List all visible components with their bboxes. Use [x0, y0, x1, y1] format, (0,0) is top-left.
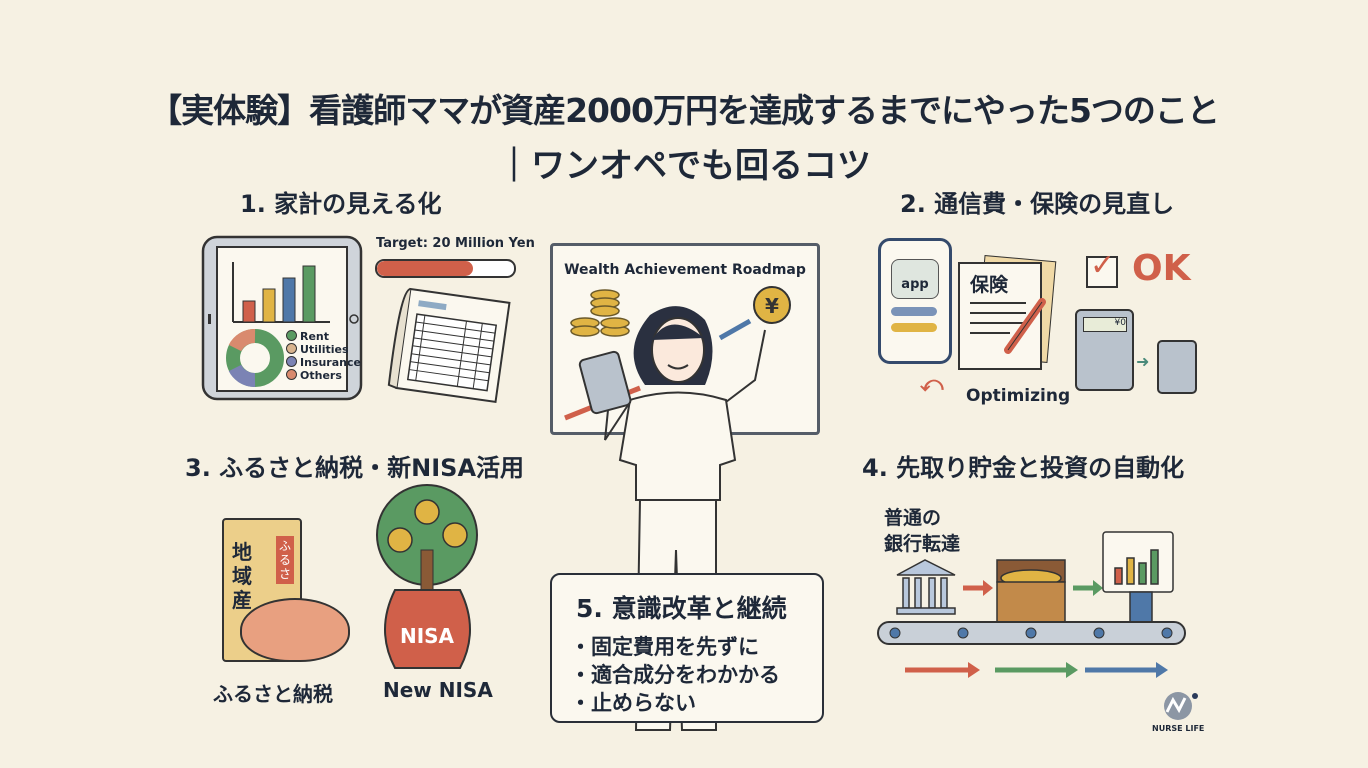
title-line-2: ｜ワンオペでも回るコツ [497, 146, 871, 186]
tablet-chart-icon [201, 235, 363, 401]
ok-label: OK [1132, 248, 1191, 289]
bank-icon [896, 559, 956, 615]
nisa-caption: New NISA [383, 678, 493, 702]
section-4-heading: 4. 先取り貯金と投資の自動化 [862, 454, 1185, 482]
target-progress-fill [377, 261, 473, 276]
yen-coin-icon: ¥ [765, 294, 779, 318]
bullet-item: ・固定費用を先ずに [570, 635, 759, 659]
app-icon: app [891, 259, 939, 299]
board-title: Wealth Achievement Roadmap [564, 262, 806, 278]
phone-icon: app [878, 238, 952, 364]
bullet-item: ・適合成分をわかかる [570, 663, 780, 687]
logo-text: NURSE LIFE [1152, 724, 1205, 733]
calculator-large-icon: ¥0 [1075, 309, 1134, 391]
target-progress-bar [375, 259, 516, 278]
section-5-heading: 5. 意識改革と継続 [576, 594, 787, 623]
food-bowl-icon [240, 598, 350, 662]
legend-item: Insurance [286, 356, 361, 369]
legend-item: Utilities [286, 343, 361, 356]
bank-transfer-label: 普通の銀行転達 [884, 507, 961, 555]
section-3-heading: 3. ふるさと納税・新NISA活用 [185, 454, 525, 482]
roadmap-illustration: ¥ [564, 286, 791, 421]
money-tree-icon: NISA [376, 484, 478, 669]
title-line-1: 【実体験】看護師ママが資産2000万円を達成するまでにやった5つのこと [149, 91, 1220, 130]
section-2-heading: 2. 通信費・保険の見直し [900, 190, 1175, 218]
automation-conveyor [877, 531, 1186, 678]
budget-legend: Rent Utilities Insurance Others [286, 330, 361, 382]
section-5-box: 5. 意識改革と継続 ・固定費用を先ずに ・適合成分をわかかる ・止めらない [550, 573, 824, 723]
optimizing-caption: Optimizing [966, 386, 1071, 406]
legend-item: Others [286, 369, 361, 382]
arrow-right-icon: ➜ [1136, 352, 1150, 371]
calculator-small-icon [1157, 340, 1197, 394]
bullet-item: ・止めらない [570, 691, 696, 715]
treasure-chest-icon [996, 559, 1066, 623]
ledger-icon [387, 287, 511, 404]
section-1-heading: 1. 家計の見える化 [240, 190, 442, 218]
checkbox-icon: ✓ [1086, 248, 1118, 288]
curved-arrow-icon: ⤺ [920, 372, 944, 397]
pen-icon [1004, 298, 1046, 354]
calculator-icon [578, 350, 632, 415]
growth-chart-monitor-icon [1102, 531, 1174, 623]
furusato-caption: ふるさと納税 [213, 682, 333, 706]
nisa-pot-label: NISA [400, 624, 455, 648]
legend-item: Rent [286, 330, 361, 343]
target-label: Target: 20 Million Yen [376, 236, 535, 251]
nurse-life-logo-icon [1164, 692, 1198, 720]
